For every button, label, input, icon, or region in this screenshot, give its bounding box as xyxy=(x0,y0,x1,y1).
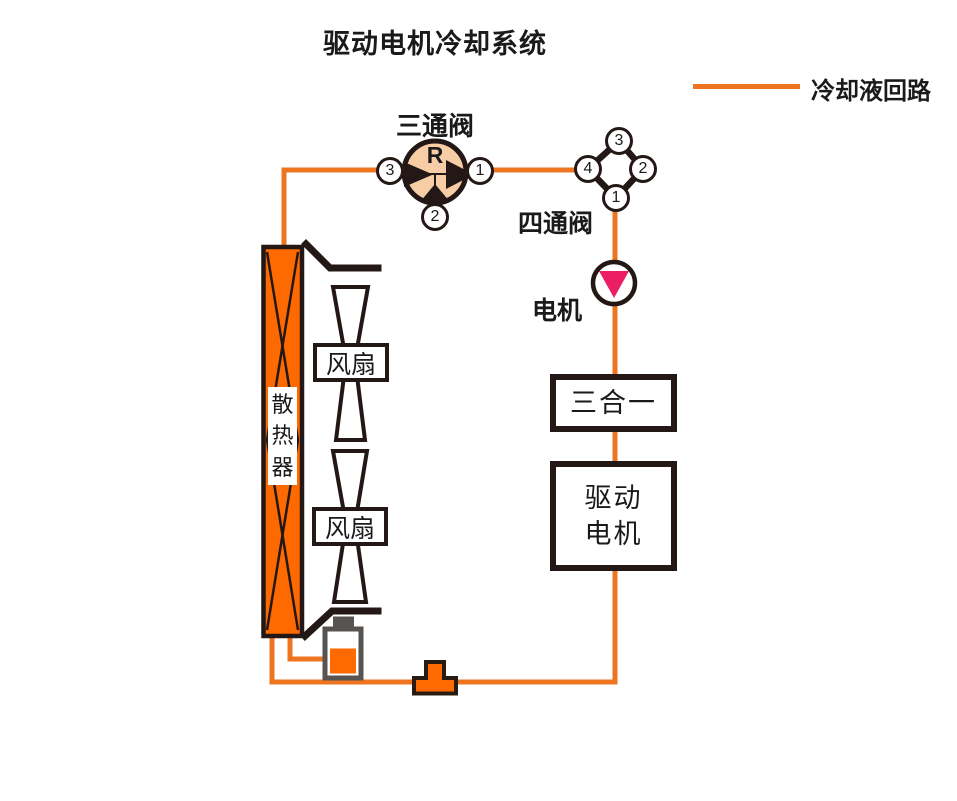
legend-label: 冷却液回路 xyxy=(811,78,931,105)
pipe-radiator-to-threeway xyxy=(281,167,420,248)
pump-label: 电机 xyxy=(532,297,583,325)
threeway-port-1: 1 xyxy=(466,157,494,185)
fourway-valve-label: 四通阀 xyxy=(518,210,594,238)
radiator-label-char: 散 xyxy=(271,392,294,418)
fan2-label-box: 风扇 xyxy=(312,507,388,546)
fourway-port-2: 2 xyxy=(629,155,657,183)
drive-motor-box: 驱动 电机 xyxy=(550,461,677,571)
threeway-valve-label: 三通阀 xyxy=(396,111,475,141)
pipe-reservoir-branch xyxy=(287,628,327,662)
radiator-label-char: 热 xyxy=(271,423,294,449)
fourway-port-3: 3 xyxy=(605,127,633,155)
reservoir-coolant xyxy=(330,648,356,674)
three-in-one-box: 三合一 xyxy=(550,374,677,432)
threeway-port-3: 3 xyxy=(376,157,404,185)
threeway-valve-symbol: R xyxy=(426,142,444,168)
pipe-main-return xyxy=(269,198,618,685)
pump-triangle xyxy=(599,271,629,298)
fan-shroud-bottom xyxy=(300,607,382,641)
drive-motor-label-line1: 驱动 xyxy=(584,482,643,513)
threeway-arrow-left xyxy=(404,162,433,187)
threeway-arrow-bottom xyxy=(420,184,450,202)
fan1-label: 风扇 xyxy=(325,350,376,379)
fan-shroud-top xyxy=(301,239,382,272)
three-in-one-label: 三合一 xyxy=(570,387,657,418)
fourway-port-4: 4 xyxy=(574,155,602,183)
fourway-port-1: 1 xyxy=(602,184,630,212)
fan2-label: 风扇 xyxy=(324,514,375,543)
reservoir-cap xyxy=(333,616,354,630)
threeway-port-2: 2 xyxy=(421,203,449,231)
fan1-label-box: 风扇 xyxy=(313,343,389,382)
threeway-arrow-right xyxy=(446,160,474,189)
legend-coolant-line xyxy=(693,84,800,89)
drive-motor-label-line2: 电机 xyxy=(584,519,643,549)
radiator-label-char: 器 xyxy=(271,454,294,480)
radiator-label: 散 热 器 xyxy=(268,387,297,485)
drain-fitting xyxy=(412,660,458,696)
page-title: 驱动电机冷却系统 xyxy=(323,29,547,59)
